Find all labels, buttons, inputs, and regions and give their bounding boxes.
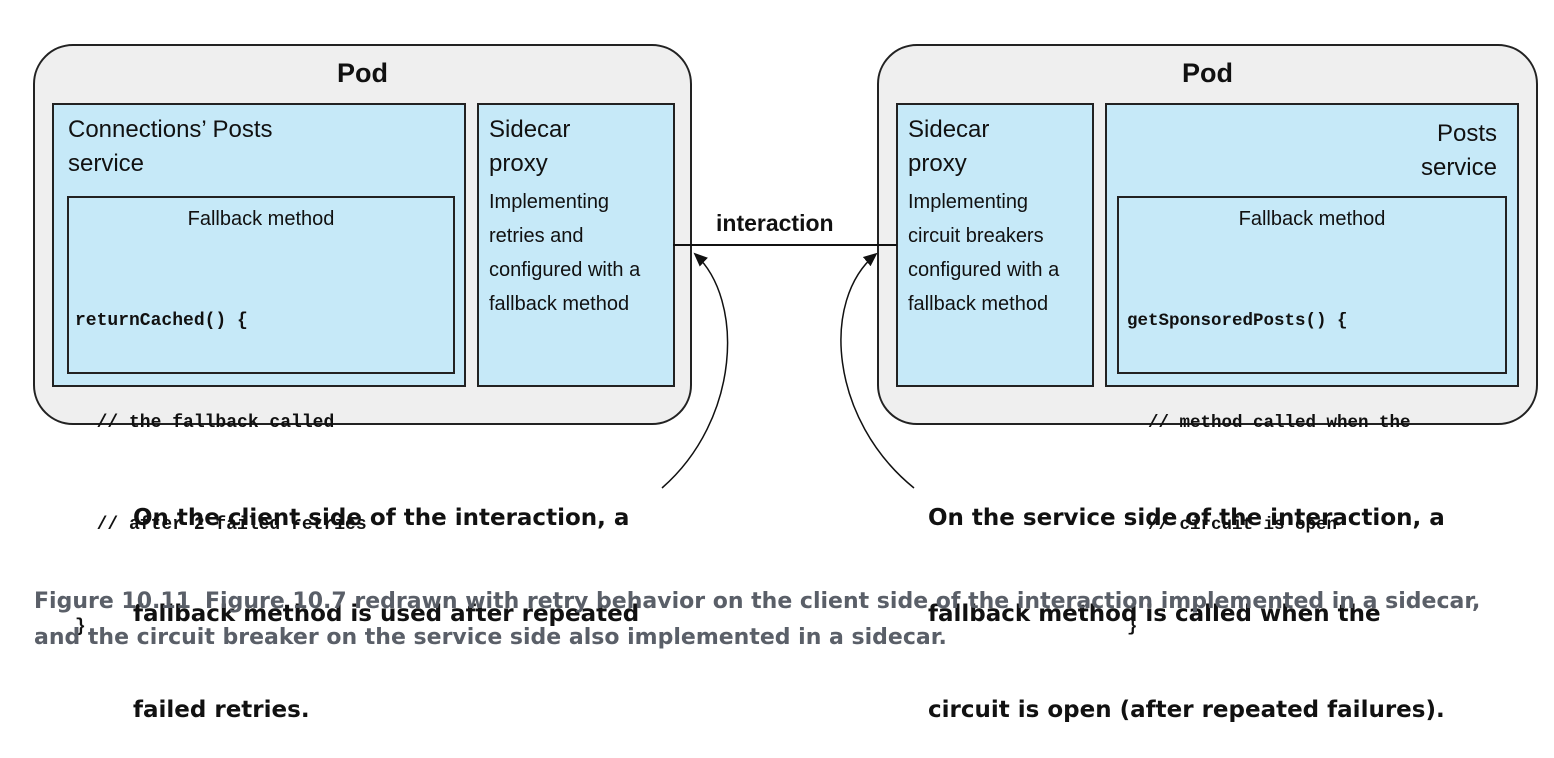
- sidecar-title-line-2: proxy: [908, 150, 967, 177]
- posts-service-box: Posts service Fallback method getSponsor…: [1105, 103, 1519, 637]
- code-line: }: [75, 617, 86, 637]
- client-sidecar-proxy-box: Sidecar proxy Implementing retries and c…: [477, 103, 675, 387]
- fallback-method-box: Fallback method getSponsoredPosts() { //…: [1117, 196, 1507, 637]
- connections-posts-service-box: Connections’ Posts service Fallback meth…: [52, 103, 466, 637]
- service-sidecar-description: Implementing circuit breakers configured…: [908, 185, 1059, 321]
- annotation-line: fallback method is called when the: [928, 601, 1381, 627]
- desc-line: Implementing: [489, 191, 610, 213]
- sidecar-title-line-1: Sidecar: [908, 116, 990, 143]
- service-annotation-pointer: [840, 252, 915, 489]
- fallback-code: getSponsoredPosts() { // method called w…: [1127, 236, 1411, 712]
- service-title-line-2: service: [68, 150, 145, 177]
- code-line: // circuit is open: [1127, 515, 1338, 535]
- annotation-line: failed retries.: [133, 697, 310, 723]
- connections-posts-service-title: Connections’ Posts service: [68, 113, 273, 181]
- client-sidecar-title: Sidecar proxy: [489, 113, 570, 181]
- desc-line: configured with a: [489, 259, 641, 281]
- sidecar-title-line-1: Sidecar: [489, 116, 571, 143]
- desc-line: fallback method: [489, 293, 630, 315]
- annotation-line: circuit is open (after repeated failures…: [928, 697, 1445, 723]
- posts-service-title: Posts service: [1421, 117, 1497, 185]
- annotation-line: On the client side of the interaction, a: [133, 505, 630, 531]
- desc-line: fallback method: [908, 293, 1049, 315]
- code-line: // method called when the: [1127, 413, 1411, 433]
- annotation-line: On the service side of the interaction, …: [928, 505, 1445, 531]
- code-line: getSponsoredPosts() {: [1127, 311, 1348, 331]
- desc-line: Implementing: [908, 191, 1029, 213]
- fallback-method-title: Fallback method: [187, 208, 335, 230]
- desc-line: circuit breakers: [908, 225, 1044, 247]
- figure-caption-text: Figure 10.7 redrawn with retry behavior …: [34, 589, 1481, 650]
- right-pod: Pod Sidecar proxy Implementing circuit b…: [877, 44, 1538, 637]
- desc-line: retries and: [489, 225, 584, 247]
- client-sidecar-description: Implementing retries and configured with…: [489, 185, 640, 321]
- service-title-line-2: service: [1420, 154, 1497, 181]
- figure-number: Figure 10.11: [34, 589, 191, 614]
- right-pod-title: Pod: [1182, 58, 1233, 88]
- service-sidecar-title: Sidecar proxy: [908, 113, 989, 181]
- annotation-line: fallback method is used after repeated: [133, 601, 640, 627]
- code-line: // the fallback called: [75, 413, 335, 433]
- client-annotation-pointer: [661, 252, 729, 489]
- interaction-label: interaction: [716, 210, 834, 236]
- client-side-annotation: On the client side of the interaction, a…: [133, 438, 639, 758]
- code-line: // after 2 failed retries: [75, 515, 367, 535]
- code-line: }: [1127, 617, 1138, 637]
- fallback-code: returnCached() { // the fallback called …: [75, 236, 367, 712]
- code-line: returnCached() {: [75, 311, 248, 331]
- left-pod-title: Pod: [337, 58, 388, 88]
- service-title-line-1: Posts: [1436, 120, 1497, 147]
- connector-overlay: [661, 244, 915, 489]
- fallback-method-title: Fallback method: [1238, 208, 1386, 230]
- fallback-method-box: Fallback method returnCached() { // the …: [67, 196, 455, 637]
- service-sidecar-proxy-box: Sidecar proxy Implementing circuit break…: [896, 103, 1094, 387]
- desc-line: configured with a: [908, 259, 1060, 281]
- sidecar-title-line-2: proxy: [489, 150, 548, 177]
- service-title-line-1: Connections’ Posts: [68, 116, 273, 143]
- left-pod: Pod Connections’ Posts service Fallback …: [33, 44, 692, 637]
